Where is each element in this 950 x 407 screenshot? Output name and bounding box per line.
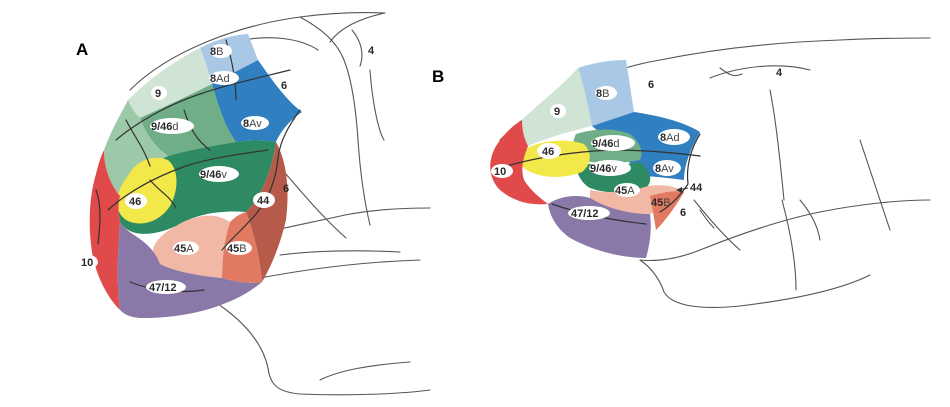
- panel-a-sulcus-small-6: [225, 39, 237, 101]
- panel-a-label-9-46v: 9/46v: [199, 166, 239, 182]
- panel-a-area-10: [89, 150, 120, 310]
- panel-b-label-10: 10: [491, 164, 513, 178]
- svg-text:8Ad: 8Ad: [660, 132, 680, 144]
- panel-b-label-8Ad: 8Ad: [658, 129, 690, 145]
- svg-text:44: 44: [690, 182, 703, 194]
- panel-b-label-44: 44: [676, 182, 703, 194]
- panel-a-label-9-46d: 9/46d: [150, 118, 194, 134]
- svg-text:47/12: 47/12: [571, 208, 599, 220]
- panel-a-label-46: 46: [125, 193, 147, 209]
- svg-text:45B: 45B: [651, 197, 671, 209]
- svg-text:45A: 45A: [174, 243, 194, 255]
- panel-b-label-47-12: 47/12: [568, 206, 610, 220]
- panel-a: A 8B 8Ad: [76, 12, 431, 396]
- panel-a-letter: A: [76, 40, 88, 59]
- panel-b-label-45A: 45A: [614, 183, 640, 197]
- panel-a-label-47-12: 47/12: [146, 280, 186, 294]
- panel-a-label-4: 4: [368, 45, 375, 57]
- panel-b-label-6-lower: 6: [680, 207, 686, 219]
- panel-b-label-46: 46: [537, 143, 561, 159]
- panel-b-label-45B: 45B: [651, 197, 671, 209]
- panel-b-brain-outline: [499, 37, 931, 308]
- panel-a-label-44: 44: [253, 192, 275, 208]
- svg-text:8B: 8B: [210, 46, 223, 58]
- panel-b-area-46: [519, 140, 590, 177]
- svg-text:8Av: 8Av: [243, 118, 262, 130]
- panel-a-area-44: [246, 142, 288, 282]
- panel-b-label-6-upper: 6: [648, 79, 654, 91]
- panel-a-label-8B: 8B: [210, 44, 232, 58]
- panel-b-label-8Av: 8Av: [653, 160, 681, 176]
- svg-text:9/46d: 9/46d: [592, 138, 620, 150]
- panel-b-letter: B: [432, 67, 444, 86]
- panel-a-label-45B: 45B: [226, 241, 252, 255]
- panel-a-sulcus-small-1: [149, 179, 177, 209]
- panel-a-area-47-12: [117, 222, 262, 318]
- svg-text:46: 46: [129, 196, 141, 208]
- panel-a-area-left-green: [104, 100, 168, 196]
- panel-b-label-4: 4: [776, 67, 783, 79]
- svg-text:45A: 45A: [615, 185, 635, 197]
- svg-text:9/46v: 9/46v: [590, 163, 617, 175]
- panel-b: B 8B 8Ad 8Av 9: [432, 37, 931, 308]
- svg-text:8Ad: 8Ad: [210, 73, 230, 85]
- panel-b-label-9: 9: [550, 104, 566, 118]
- svg-text:9: 9: [554, 106, 560, 118]
- panel-a-sulcus-arcuate: [221, 109, 301, 251]
- panel-a-label-6-upper: 6: [281, 80, 287, 92]
- panel-b-label-9-46d: 9/46d: [591, 135, 635, 151]
- panel-a-area-9: [128, 48, 212, 118]
- panel-a-sulcus-small-2: [125, 119, 151, 167]
- panel-a-sulcus-small-3: [95, 189, 101, 245]
- svg-text:10: 10: [494, 166, 506, 178]
- panel-a-label-6-lower: 6: [283, 183, 289, 195]
- svg-text:45B: 45B: [227, 243, 247, 255]
- panel-b-sulcus-arcuate: [659, 133, 701, 213]
- panel-a-label-9: 9: [151, 86, 167, 100]
- panel-a-label-8Av: 8Av: [241, 116, 269, 130]
- panel-a-brain-outline: [129, 12, 431, 396]
- svg-text:8B: 8B: [596, 88, 609, 100]
- svg-text:10: 10: [81, 257, 93, 269]
- panel-a-label-8Ad: 8Ad: [209, 71, 239, 85]
- svg-text:46: 46: [542, 146, 554, 158]
- svg-text:9/46d: 9/46d: [151, 121, 179, 133]
- svg-text:9: 9: [155, 88, 161, 100]
- svg-text:44: 44: [257, 195, 270, 207]
- panel-b-area-45B-44: [650, 191, 684, 230]
- svg-text:8Av: 8Av: [655, 163, 674, 175]
- panel-a-sulcus-dorsal: [115, 69, 291, 141]
- panel-a-label-10: 10: [78, 255, 98, 269]
- panel-b-label-9-46v: 9/46v: [589, 160, 631, 176]
- panel-a-sulcus-principal: [107, 149, 269, 211]
- svg-text:9/46v: 9/46v: [200, 169, 227, 181]
- panel-a-label-45A: 45A: [173, 241, 199, 255]
- panel-a-sulcus-small-5: [183, 109, 211, 151]
- panel-b-label-8B: 8B: [595, 86, 617, 100]
- svg-text:47/12: 47/12: [149, 282, 177, 294]
